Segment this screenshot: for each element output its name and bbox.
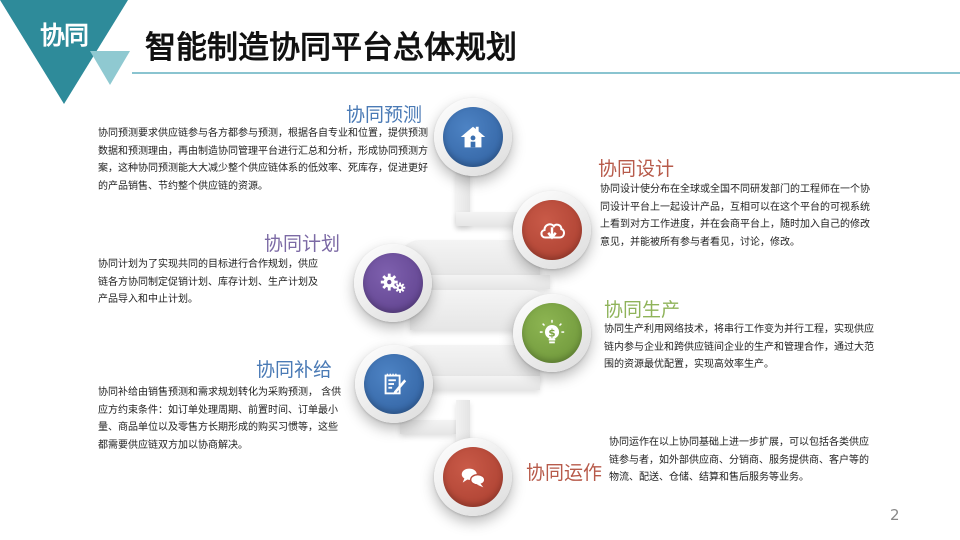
planning-description: 协同计划为了实现共同的目标进行合作规划，供应链各方协同制定促销计划、库存计划、生… <box>98 259 318 306</box>
connector <box>456 400 470 445</box>
operation-node[interactable] <box>434 438 512 516</box>
section-badge: 协同 <box>39 21 89 50</box>
design-node[interactable] <box>513 191 591 269</box>
forecast-heading: 协同预测 <box>346 104 423 126</box>
title-divider <box>132 72 960 74</box>
production-node[interactable]: $ <box>513 294 591 372</box>
forecast-description: 协同预测要求供应链参与各方都参与预测，根据各自专业和位置，提供预测数据和预测理由… <box>98 128 428 192</box>
home-icon <box>460 126 486 148</box>
replenishment-heading: 协同补给 <box>256 359 333 381</box>
replenishment-description: 协同补给由销售预测和需求规划转化为采购预测， 含供应方约束条件：如订单处理周期、… <box>98 387 342 451</box>
page-title: 智能制造协同平台总体规划 <box>145 30 517 66</box>
gears-icon <box>380 273 406 293</box>
notepad-pencil-icon <box>384 373 407 395</box>
connector <box>400 420 456 434</box>
svg-text:$: $ <box>548 327 555 339</box>
cloud-download-icon <box>540 223 565 240</box>
replenishment-node[interactable] <box>355 345 433 423</box>
operation-heading: 协同运作 <box>526 462 603 484</box>
design-heading: 协同设计 <box>598 158 675 180</box>
chat-bubbles-icon <box>461 468 486 488</box>
production-heading: 协同生产 <box>604 299 681 321</box>
page-number: 2 <box>890 506 900 524</box>
design-description: 协同设计使分布在全球或全国不同研发部门的工程师在一个协同设计平台上一起设计产品，… <box>600 184 870 248</box>
production-description: 协同生产利用网络技术，将串行工作变为并行工程，实现供应链内参与企业和跨供应链间企… <box>604 324 874 371</box>
planning-node[interactable] <box>354 244 432 322</box>
forecast-node[interactable] <box>434 98 512 176</box>
planning-heading: 协同计划 <box>264 233 341 255</box>
header-small-triangle-decoration <box>90 51 130 85</box>
operation-description: 协同运作在以上协同基础上进一步扩展，可以包括各类供应链参与者，如外部供应商、分销… <box>609 437 869 484</box>
connector <box>400 376 540 390</box>
connector <box>456 170 470 225</box>
connector <box>400 275 550 289</box>
lightbulb-dollar-icon: $ <box>539 319 565 344</box>
